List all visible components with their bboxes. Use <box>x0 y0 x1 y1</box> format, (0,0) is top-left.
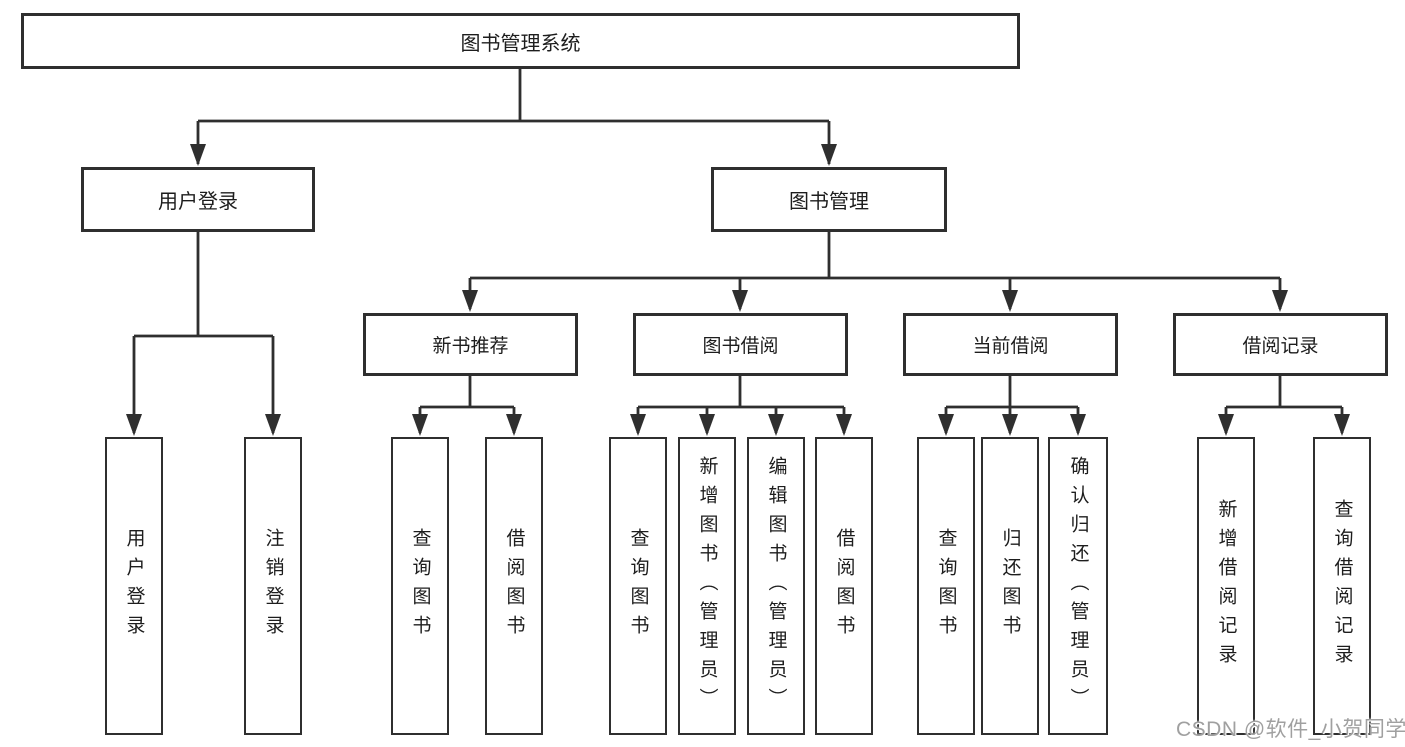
node-root-system-label: 图书管理系统 <box>460 32 581 55</box>
node-new-book-recommend: 新书推荐 <box>363 313 578 376</box>
leaf-query-books-borrow: 查询图书 <box>609 437 667 735</box>
leaf-query-books-current-label: 查询图书 <box>935 528 957 644</box>
leaf-confirm-return-admin: 确认归还（管理员） <box>1048 437 1108 735</box>
leaf-edit-books-admin-label: 编辑图书（管理员） <box>765 455 787 717</box>
leaf-query-books-recommend: 查询图书 <box>391 437 449 735</box>
node-book-management-label: 图书管理 <box>789 191 869 213</box>
leaf-confirm-return-admin-label: 确认归还（管理员） <box>1067 455 1089 717</box>
csdn-watermark: CSDN @软件_小贺同学 <box>1176 718 1405 741</box>
leaf-query-borrow-record: 查询借阅记录 <box>1313 437 1371 735</box>
leaf-query-books-recommend-label: 查询图书 <box>409 528 431 644</box>
leaf-user-login-label: 用户登录 <box>123 528 145 644</box>
node-book-borrow-label: 图书借阅 <box>702 336 779 357</box>
leaf-add-books-admin-label: 新增图书（管理员） <box>696 455 718 717</box>
leaf-borrow-books-recommend-label: 借阅图书 <box>503 528 525 644</box>
leaf-add-books-admin: 新增图书（管理员） <box>678 437 736 735</box>
leaf-borrow-books: 借阅图书 <box>815 437 873 735</box>
node-root-system: 图书管理系统 <box>21 13 1020 69</box>
leaf-add-borrow-record-label: 新增借阅记录 <box>1215 499 1237 673</box>
node-borrow-records-label: 借阅记录 <box>1242 336 1319 357</box>
leaf-borrow-books-label: 借阅图书 <box>833 528 855 644</box>
node-borrow-records: 借阅记录 <box>1173 313 1388 376</box>
leaf-add-borrow-record: 新增借阅记录 <box>1197 437 1255 735</box>
node-book-management: 图书管理 <box>711 167 947 232</box>
leaf-return-books-label: 归还图书 <box>999 528 1021 644</box>
node-current-borrow: 当前借阅 <box>903 313 1118 376</box>
leaf-user-login: 用户登录 <box>105 437 163 735</box>
node-user-login: 用户登录 <box>81 167 315 232</box>
leaf-return-books: 归还图书 <box>981 437 1039 735</box>
leaf-borrow-books-recommend: 借阅图书 <box>485 437 543 735</box>
node-book-borrow: 图书借阅 <box>633 313 848 376</box>
leaf-query-books-current: 查询图书 <box>917 437 975 735</box>
node-current-borrow-label: 当前借阅 <box>972 336 1049 357</box>
leaf-edit-books-admin: 编辑图书（管理员） <box>747 437 805 735</box>
leaf-logout-label: 注销登录 <box>262 528 284 644</box>
leaf-query-books-borrow-label: 查询图书 <box>627 528 649 644</box>
node-new-book-recommend-label: 新书推荐 <box>432 336 509 357</box>
leaf-logout: 注销登录 <box>244 437 302 735</box>
node-user-login-label: 用户登录 <box>158 191 238 213</box>
leaf-query-borrow-record-label: 查询借阅记录 <box>1331 499 1353 673</box>
